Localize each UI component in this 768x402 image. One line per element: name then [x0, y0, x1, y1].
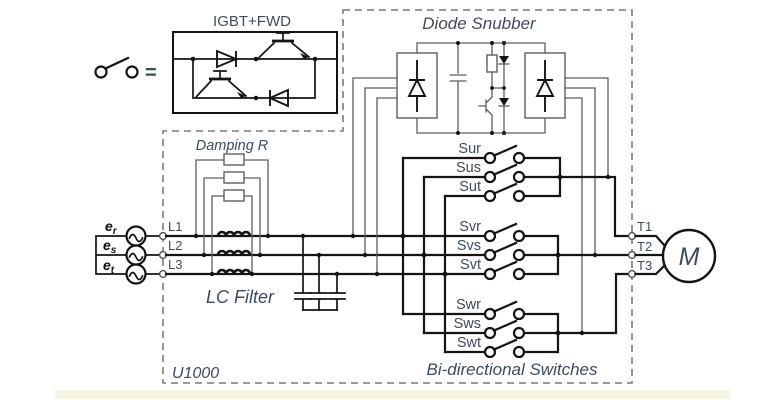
switch-svs-label: Svs	[457, 238, 481, 254]
source-er-label: er	[105, 218, 118, 237]
bottom-highlight-strip	[55, 390, 730, 399]
switch-sur-label: Sur	[458, 141, 481, 157]
source-es-symbol	[125, 244, 147, 266]
source-er-symbol	[125, 225, 147, 247]
terminal-T3-label: T3	[637, 258, 652, 273]
legend-igbt-fwd-cell	[172, 31, 338, 114]
switch-input-wiring	[400, 156, 487, 354]
snubber-resistor	[486, 54, 498, 73]
motor-circle	[661, 228, 717, 284]
bidirectional-switches-label: Bi-directional Switches	[426, 360, 598, 379]
equals-sign: =	[145, 62, 157, 84]
source-et-label: et	[103, 257, 115, 276]
damping-resistor-2	[223, 171, 245, 184]
motor: M	[634, 228, 717, 284]
filter-capacitors	[294, 233, 346, 311]
terminal-L1-label: L1	[168, 219, 182, 234]
u1000-label: U1000	[172, 365, 219, 382]
bidirectional-switches	[483, 144, 526, 359]
phase-lines	[164, 234, 487, 276]
switch-swt	[483, 338, 526, 359]
switch-svr	[483, 222, 526, 243]
filter-inductors	[216, 230, 252, 275]
diode-snubber-label: Diode Snubber	[422, 14, 537, 33]
terminal-T2-label: T2	[637, 239, 652, 254]
ac-sources	[95, 225, 161, 285]
switch-sut	[483, 182, 526, 203]
source-es-label: es	[103, 237, 117, 256]
damping-resistor-1	[223, 153, 245, 166]
legend-switch-symbol	[94, 56, 139, 79]
switch-sws-label: Sws	[454, 316, 481, 332]
switch-svr-label: Svr	[459, 219, 481, 235]
u1000-dashed-boundary	[162, 9, 633, 384]
switch-svt-label: Svt	[460, 257, 481, 273]
diode-snubber	[350, 41, 611, 336]
switch-output-wiring	[522, 156, 630, 354]
switch-swr	[483, 300, 526, 321]
motor-label: M	[679, 243, 700, 271]
source-et-symbol	[125, 263, 147, 285]
switch-swt-label: Swt	[457, 335, 481, 351]
switch-svs	[483, 241, 526, 262]
switch-sur	[483, 144, 526, 165]
legend-title: IGBT+FWD	[213, 13, 291, 30]
terminal-L2-label: L2	[168, 238, 182, 253]
switch-svt	[483, 260, 526, 281]
switch-sws	[483, 319, 526, 340]
switch-sus	[483, 163, 526, 184]
terminal-L3-label: L3	[168, 257, 182, 272]
damping-resistor-3	[223, 189, 245, 202]
switch-sus-label: Sus	[456, 160, 481, 176]
lc-filter-label: LC Filter	[206, 287, 275, 307]
damping-r-label: Damping R	[196, 138, 269, 154]
switch-swr-label: Swr	[456, 297, 481, 313]
switch-sut-label: Sut	[459, 179, 481, 195]
damping-resistors	[193, 153, 271, 277]
terminal-T1-label: T1	[637, 219, 652, 234]
